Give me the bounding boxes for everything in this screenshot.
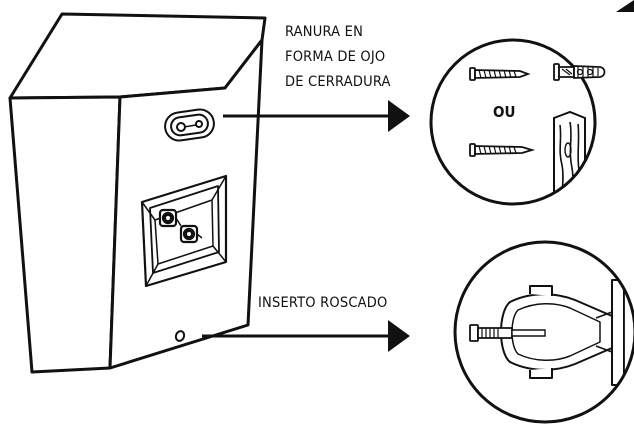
screw-icon [469,143,536,157]
bracket-detail [453,240,634,424]
fasteners-detail: OU [429,38,606,206]
or-text: OU [493,103,515,121]
insert-arrow [202,320,410,352]
keyhole-label-line3: DE CERRADURA [285,74,391,90]
keyhole-label-line2: FORMA DE OJO [285,49,385,65]
keyhole-slot-icon [164,108,215,142]
corner-mark [616,0,634,12]
binding-post-terminals-icon [140,174,228,288]
wall-plate [611,279,625,386]
threaded-insert-icon [469,324,546,342]
screw-icon [469,67,531,81]
insert-label: INSERTO ROSCADO [258,295,387,311]
arrow-right-icon [388,320,410,352]
keyhole-label-line1: RANURA EN [285,24,363,40]
wall-anchor-icon [553,63,606,81]
arrow-right-icon [388,100,410,132]
threaded-insert-hole [174,330,186,342]
keyhole-arrow [223,100,410,132]
keyhole-label: RANURA EN FORMA DE OJO DE CERRADURA [285,24,391,90]
wall-bracket-icon [500,285,613,379]
wood-stud-icon [553,110,586,204]
cabinet-left-face [8,95,122,374]
